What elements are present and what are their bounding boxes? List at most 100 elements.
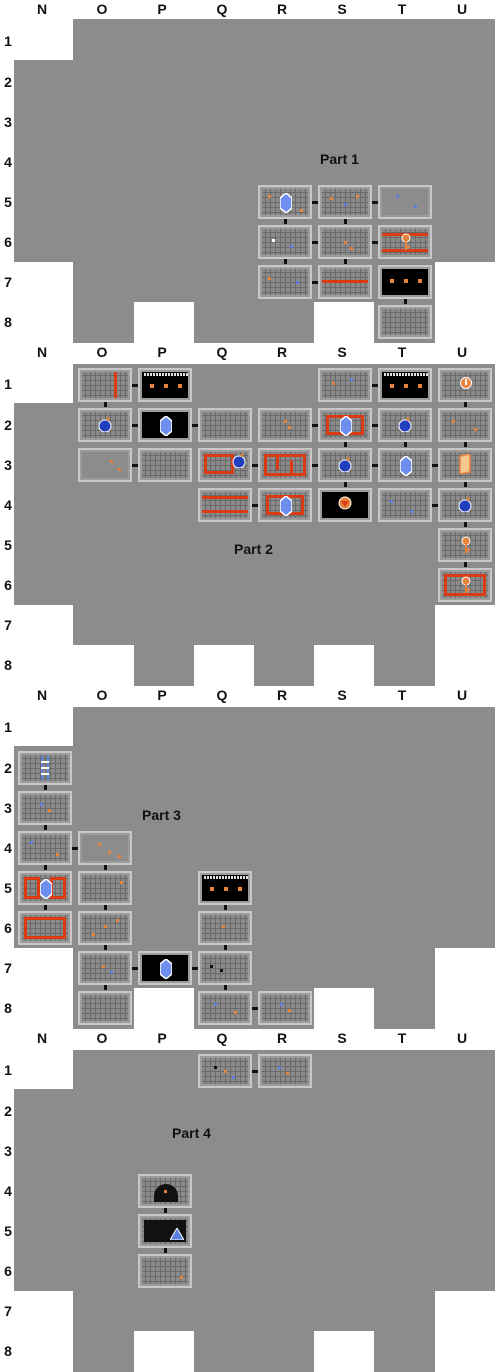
room-q7[interactable] <box>198 951 252 985</box>
column-label-p: P <box>157 344 167 360</box>
room-n3[interactable] <box>18 791 72 825</box>
room-n4[interactable] <box>18 831 72 865</box>
room-u4[interactable] <box>438 488 492 522</box>
room-s4[interactable] <box>318 488 372 522</box>
room-r7[interactable] <box>258 265 312 299</box>
room-s7[interactable] <box>318 265 372 299</box>
room-r3[interactable] <box>258 448 312 482</box>
column-label-n: N <box>36 344 48 360</box>
part-title: Part 2 <box>234 541 273 557</box>
room-n6[interactable] <box>18 911 72 945</box>
room-o5[interactable] <box>78 871 132 905</box>
room-r5[interactable] <box>258 185 312 219</box>
room-u2[interactable] <box>438 408 492 442</box>
column-label-s: S <box>337 1 347 17</box>
bomb-icon <box>232 453 246 468</box>
column-label-p: P <box>157 687 167 703</box>
room-o7[interactable] <box>78 951 132 985</box>
dungeon-outline <box>14 19 495 343</box>
bomb-icon <box>398 417 412 432</box>
column-label-q: Q <box>216 1030 228 1046</box>
row-label-1: 1 <box>4 1062 12 1078</box>
column-label-n: N <box>36 1030 48 1046</box>
room-q6[interactable] <box>198 911 252 945</box>
heart-container-icon <box>338 496 352 510</box>
room-p4[interactable] <box>138 1174 192 1208</box>
part-1-map: N O P Q R S T U 1 2 3 4 5 6 7 8 Part 1 <box>0 0 495 343</box>
room-t8[interactable] <box>378 305 432 339</box>
dungeon-outline <box>14 364 495 686</box>
room-u1[interactable] <box>438 368 492 402</box>
room-t7[interactable] <box>378 265 432 299</box>
room-q5[interactable] <box>198 871 252 905</box>
dungeon-outline <box>14 1050 495 1372</box>
column-label-u: U <box>456 1 468 17</box>
room-o8[interactable] <box>78 991 132 1025</box>
room-o4[interactable] <box>78 831 132 865</box>
crystal-icon <box>280 496 292 516</box>
row-label-4: 4 <box>4 1183 12 1199</box>
room-n5[interactable] <box>18 871 72 905</box>
room-s5[interactable] <box>318 185 372 219</box>
room-p5[interactable] <box>138 1214 192 1248</box>
part-3-map: N O P Q R S T U 1 2 3 4 5 6 7 8 Part 3 <box>0 686 495 1029</box>
row-label-3: 3 <box>4 800 12 816</box>
room-t5[interactable] <box>378 185 432 219</box>
room-o1[interactable] <box>78 368 132 402</box>
column-label-t: T <box>397 687 407 703</box>
room-q4[interactable] <box>198 488 252 522</box>
room-o3[interactable] <box>78 448 132 482</box>
room-n2[interactable] <box>18 751 72 785</box>
room-u6[interactable] <box>438 568 492 602</box>
column-label-q: Q <box>216 1 228 17</box>
column-label-t: T <box>397 1 407 17</box>
room-t4[interactable] <box>378 488 432 522</box>
room-r1[interactable] <box>258 1054 312 1088</box>
room-u5[interactable] <box>438 528 492 562</box>
room-q8[interactable] <box>198 991 252 1025</box>
room-p6[interactable] <box>138 1254 192 1288</box>
row-label-4: 4 <box>4 840 12 856</box>
room-t3[interactable] <box>378 448 432 482</box>
room-t2[interactable] <box>378 408 432 442</box>
room-r6[interactable] <box>258 225 312 259</box>
room-p1[interactable] <box>138 368 192 402</box>
row-label-2: 2 <box>4 760 12 776</box>
column-label-u: U <box>456 344 468 360</box>
crystal-icon <box>160 959 172 979</box>
row-label-6: 6 <box>4 1263 12 1279</box>
row-label-5: 5 <box>4 537 12 553</box>
triforce-icon <box>170 1228 184 1240</box>
column-label-r: R <box>276 687 288 703</box>
key-icon <box>461 536 471 553</box>
column-label-t: T <box>397 1030 407 1046</box>
column-label-r: R <box>276 1 288 17</box>
room-s2[interactable] <box>318 408 372 442</box>
column-label-p: P <box>157 1030 167 1046</box>
room-s1[interactable] <box>318 368 372 402</box>
compass-icon <box>460 377 472 389</box>
room-s6[interactable] <box>318 225 372 259</box>
room-t1[interactable] <box>378 368 432 402</box>
ladder-icon <box>41 756 49 780</box>
room-q3[interactable] <box>198 448 252 482</box>
room-r2[interactable] <box>258 408 312 442</box>
room-t6[interactable] <box>378 225 432 259</box>
crystal-icon <box>280 193 292 213</box>
room-u3[interactable] <box>438 448 492 482</box>
column-label-n: N <box>36 1 48 17</box>
room-r4[interactable] <box>258 488 312 522</box>
room-p3[interactable] <box>138 448 192 482</box>
room-r8[interactable] <box>258 991 312 1025</box>
room-o2[interactable] <box>78 408 132 442</box>
row-label-6: 6 <box>4 577 12 593</box>
room-q1[interactable] <box>198 1054 252 1088</box>
room-p2[interactable] <box>138 408 192 442</box>
room-p7[interactable] <box>138 951 192 985</box>
room-o6[interactable] <box>78 911 132 945</box>
room-q2[interactable] <box>198 408 252 442</box>
crystal-icon <box>400 456 412 476</box>
row-label-1: 1 <box>4 33 12 49</box>
column-label-s: S <box>337 1030 347 1046</box>
room-s3[interactable] <box>318 448 372 482</box>
